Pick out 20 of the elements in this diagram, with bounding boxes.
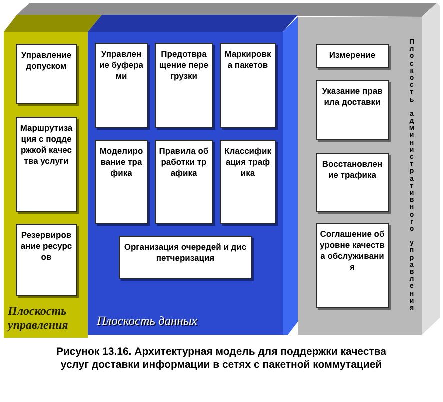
management-plane-panel	[298, 17, 422, 335]
function-box: Измерение	[316, 44, 389, 68]
figure-caption: Рисунок 13.16. Архитектурная модель для поддержки качества услуг доставки информации в сетях с пакетной коммутацией	[55, 346, 388, 372]
data-plane-panel	[88, 32, 283, 335]
function-box: Предотвращение перегрузки	[155, 43, 213, 128]
function-box: Соглашение об уровне качества обслуживания	[316, 223, 389, 308]
function-box: Классификация трафика	[220, 140, 276, 224]
function-box: Указание правила доставки	[316, 80, 389, 140]
function-box: Восстановление трафика	[316, 153, 389, 212]
plane-title: Плоскость управления	[8, 304, 70, 332]
function-box: Моделирование трафика	[95, 140, 148, 224]
plane-title: Плоскость данных	[97, 314, 198, 328]
function-box: Правила обработки трафика	[155, 140, 213, 224]
function-box: Управление буферами	[95, 43, 148, 128]
function-box: Маршрутизация с поддержкой качества услуги	[16, 117, 77, 212]
function-box: Управление допуском	[16, 44, 77, 104]
control-plane-panel	[4, 32, 88, 338]
function-box: Маркировка пакетов	[220, 43, 276, 128]
function-box: Резервирование ресурсов	[16, 224, 77, 296]
function-box: Организация очередей и диспетчеризация	[119, 236, 252, 279]
